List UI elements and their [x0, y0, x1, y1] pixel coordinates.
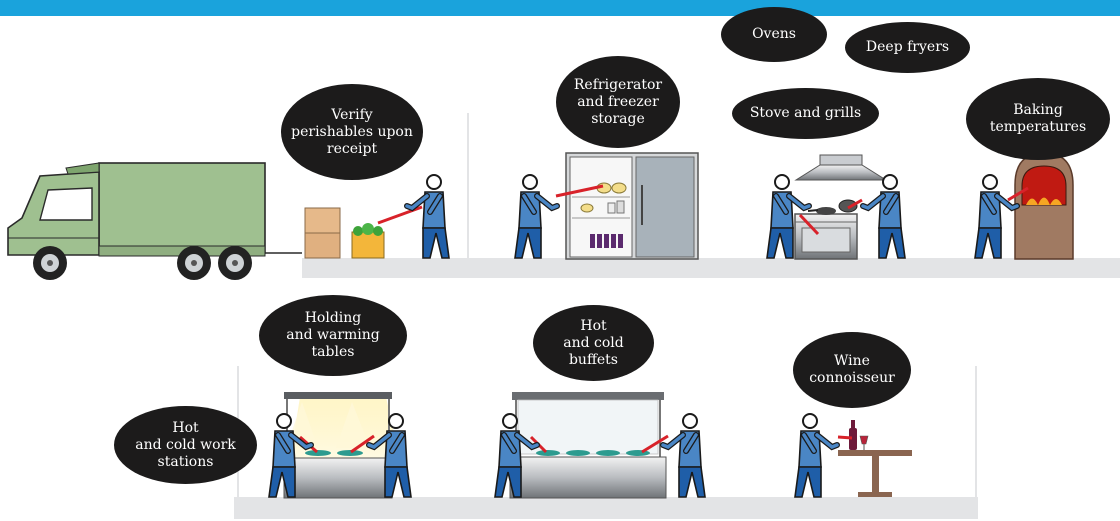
stove-icon	[794, 154, 888, 260]
person-with-thermometer-icon	[663, 414, 705, 497]
label-stove-grills: Stove and grills	[732, 88, 879, 139]
label-holding-warming-tables: Holding and warming tables	[259, 295, 407, 376]
person-with-thermometer-icon	[795, 414, 837, 497]
label-hot-cold-buffets: Hot and cold buffets	[533, 305, 654, 381]
brick-oven-icon	[1014, 152, 1074, 260]
delivery-boxes-icon	[304, 207, 385, 259]
label-deep-fryers: Deep fryers	[845, 22, 970, 73]
wine-table-icon	[838, 420, 912, 497]
label-ovens: Ovens	[721, 7, 827, 62]
label-baking-temperatures: Baking temperatures	[966, 78, 1110, 160]
buffet-counter-icon	[509, 392, 667, 499]
person-with-thermometer-icon	[863, 175, 905, 258]
label-refrigerator-storage: Refrigerator and freezer storage	[556, 56, 680, 148]
delivery-truck-icon	[7, 162, 302, 280]
header-bar	[0, 0, 1120, 16]
label-verify-perishables: Verify perishables upon receipt	[281, 84, 423, 180]
label-wine-connoisseur: Wine connoisseur	[793, 332, 911, 408]
label-hot-cold-work-stations: Hot and cold work stations	[114, 406, 257, 484]
person-with-thermometer-icon	[407, 175, 449, 258]
person-with-thermometer-icon	[515, 175, 557, 258]
refrigerator-icon	[565, 152, 699, 260]
person-with-thermometer-icon	[975, 175, 1017, 258]
